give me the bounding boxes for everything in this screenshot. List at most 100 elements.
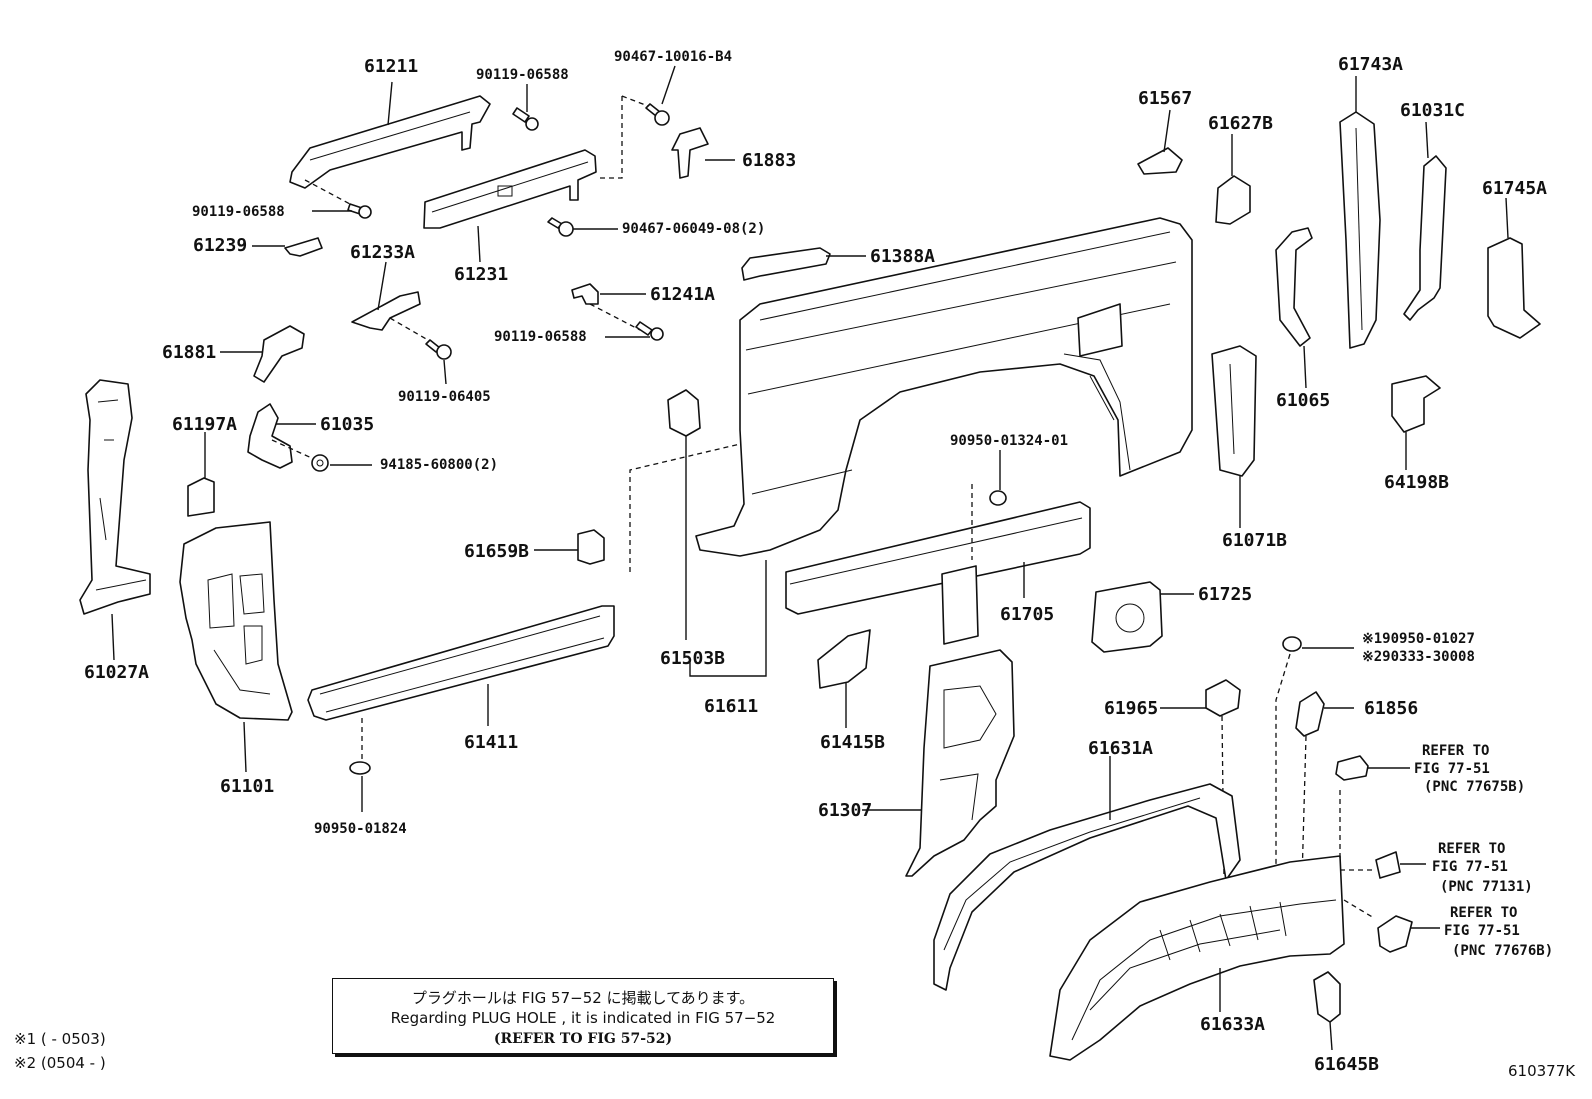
label-61503b: 61503B: [660, 648, 726, 669]
part-61881: [220, 325, 305, 383]
label-fig-77-51-2: FIG 77-51: [1432, 859, 1508, 875]
label-61633a: 61633A: [1200, 1014, 1266, 1035]
part-61503b: [667, 389, 701, 640]
part-61233a: [351, 261, 429, 341]
label-61627b: 61627B: [1208, 113, 1274, 134]
note-line-japanese: プラグホールは FIG 57−52 に掲載してあります。: [411, 989, 755, 1007]
label-61241a: 61241A: [650, 284, 716, 305]
grommet-90950-01824: [349, 761, 371, 812]
label-90119-06588-c: 90119-06588: [494, 329, 587, 345]
clip-90467-10016-b4: [598, 65, 676, 179]
part-61745a: [1487, 197, 1541, 339]
part-61071b: [1211, 345, 1257, 528]
label-refer-to-1: REFER TO: [1422, 743, 1490, 759]
note-line-english: Regarding PLUG HOLE , it is indicated in…: [390, 1009, 776, 1027]
label-pnc-77676b: (PNC 77676B): [1452, 943, 1554, 959]
bolt-90119-06405: [425, 339, 452, 385]
label-pnc-77675b: (PNC 77675B): [1424, 779, 1526, 795]
label-61211: 61211: [364, 56, 419, 77]
label-90467-10016-b4: 90467-10016-B4: [614, 49, 733, 65]
figure-id: 610377K: [1508, 1062, 1576, 1080]
clip-90467-06049: [547, 217, 618, 237]
part-61611: [689, 217, 1193, 677]
label-90333-30008: ※290333-30008: [1362, 649, 1475, 665]
part-61705: [785, 484, 1091, 645]
nut-94185-60800: [311, 454, 372, 472]
footnote-2: ※2 (0504 - ): [14, 1054, 106, 1072]
part-61725: [1091, 581, 1194, 653]
label-61231: 61231: [454, 264, 509, 285]
label-61415b: 61415B: [820, 732, 886, 753]
label-61725: 61725: [1198, 584, 1253, 605]
label-61065: 61065: [1276, 390, 1331, 411]
label-64198b: 64198B: [1384, 472, 1450, 493]
part-61627b: [1215, 134, 1251, 225]
label-61411: 61411: [464, 732, 519, 753]
footnote-1: ※1 ( - 0503): [14, 1030, 106, 1048]
part-61241a: [571, 283, 646, 331]
part-61633a: [1049, 790, 1375, 1061]
ref-bracket-77676b: [1377, 915, 1440, 953]
label-90950-01027: ※190950-01027: [1362, 631, 1475, 647]
ref-bracket-77131: [1375, 851, 1426, 879]
label-90467-06049: 90467-06049-08(2): [622, 221, 766, 237]
label-fig-77-51-1: FIG 77-51: [1414, 761, 1490, 777]
label-61567: 61567: [1138, 88, 1193, 109]
label-61745a: 61745A: [1482, 178, 1548, 199]
label-61027a: 61027A: [84, 662, 150, 683]
part-61031c: [1403, 121, 1447, 321]
part-61035: [247, 403, 317, 469]
part-64198b: [1391, 375, 1441, 470]
label-61611: 61611: [704, 696, 759, 717]
part-61307: [862, 649, 1015, 877]
label-refer-to-2: REFER TO: [1438, 841, 1506, 857]
part-61567: [1137, 109, 1183, 175]
part-61415b: [817, 629, 871, 728]
label-61881: 61881: [162, 342, 217, 363]
part-61231: [423, 149, 597, 263]
part-61743a: [1339, 76, 1381, 349]
plug-90950-01324: [989, 450, 1007, 506]
label-90119-06405: 90119-06405: [398, 389, 491, 405]
label-61101: 61101: [220, 776, 275, 797]
part-61388a: [741, 247, 866, 281]
part-61211: [289, 81, 491, 189]
label-61883: 61883: [742, 150, 797, 171]
label-94185-60800: 94185-60800(2): [380, 457, 499, 473]
label-61071b: 61071B: [1222, 530, 1288, 551]
label-61239: 61239: [193, 235, 248, 256]
part-61411: [307, 605, 615, 760]
bolt-90119-06588-c: [605, 321, 664, 341]
label-refer-to-3: REFER TO: [1450, 905, 1518, 921]
label-pnc-77131: (PNC 77131): [1440, 879, 1533, 895]
label-90119-06588-b: 90119-06588: [192, 204, 285, 220]
label-fig-77-51-3: FIG 77-51: [1444, 923, 1520, 939]
part-61197a: [187, 432, 215, 517]
label-61233a: 61233A: [350, 242, 416, 263]
ref-bracket-77675b: [1335, 755, 1410, 781]
plug-hole-note: プラグホールは FIG 57−52 に掲載してあります。 Regarding P…: [332, 978, 834, 1054]
label-61035: 61035: [320, 414, 375, 435]
part-61027a: [79, 379, 151, 661]
label-61743a: 61743A: [1338, 54, 1404, 75]
label-90950-01824: 90950-01824: [314, 821, 407, 837]
part-61065: [1275, 227, 1313, 389]
part-61883: [671, 127, 735, 179]
label-90950-01324: 90950-01324-01: [950, 433, 1069, 449]
part-61659b: [534, 443, 741, 572]
bolt-90119-06588-a: [512, 84, 539, 131]
label-61965: 61965: [1104, 698, 1159, 719]
part-61631a: [933, 756, 1241, 991]
bolt-90119-06588-b: [304, 179, 372, 219]
label-61705: 61705: [1000, 604, 1055, 625]
label-61197a: 61197A: [172, 414, 238, 435]
label-61631a: 61631A: [1088, 738, 1154, 759]
label-61659b: 61659B: [464, 541, 530, 562]
note-line-refer: (REFER TO FIG 57-52): [493, 1031, 673, 1047]
part-61239: [252, 237, 323, 257]
label-61645b: 61645B: [1314, 1054, 1380, 1075]
label-61388a: 61388A: [870, 246, 936, 267]
grommet-90950-01027: [1275, 636, 1354, 880]
